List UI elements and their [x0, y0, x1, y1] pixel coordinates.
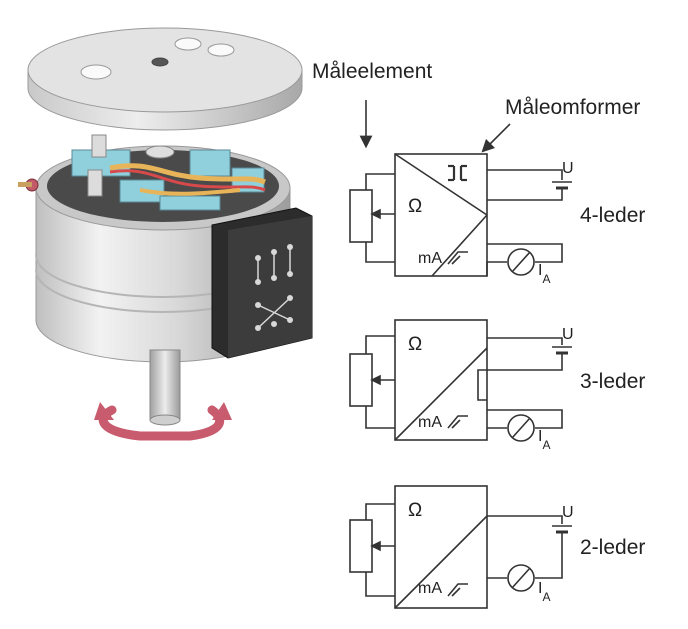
supply-voltage-label: U [562, 160, 574, 177]
ohm-symbol: Ω [408, 334, 423, 355]
circuit-3-leder [349, 319, 572, 442]
rotation-arrow-icon [94, 402, 232, 441]
sensor-resistor [349, 519, 373, 573]
ohm-symbol: Ω [408, 500, 423, 521]
sensor-device-illustration [18, 27, 313, 441]
sensing-element-label: Måleelement [312, 60, 433, 83]
supply-voltage-label: U [562, 326, 574, 343]
milliamp-label: mA [418, 250, 442, 267]
isolation-symbol-icon [448, 164, 467, 182]
milliamp-label: mA [418, 414, 442, 431]
milliamp-label: mA [418, 580, 442, 597]
circuit-name-4-leder: 4-leder [580, 204, 646, 227]
sensor-resistor [349, 353, 373, 407]
transmitter-label: Måleomformer [505, 96, 641, 119]
ohm-symbol: Ω [408, 196, 423, 217]
shaft-illustration [149, 349, 181, 426]
sensor-resistor [349, 189, 373, 243]
supply-voltage-label: U [562, 504, 574, 521]
circuit-2-leder [349, 485, 572, 609]
current-label: IA [538, 580, 551, 604]
current-label: IA [538, 428, 551, 452]
lid-illustration [27, 27, 303, 131]
wiper-arrowhead [370, 208, 381, 220]
ammeter-icon [507, 248, 535, 276]
transmitter-pointer-arrow [481, 123, 511, 153]
current-label: IA [538, 262, 551, 286]
circuit-4-leder [349, 153, 572, 277]
circuit-name-2-leder: 2-leder [580, 536, 646, 559]
circuit-name-3-leder: 3-leder [580, 370, 646, 393]
transmitter-box [394, 485, 488, 609]
ammeter-icon [507, 414, 535, 442]
connector-illustration [211, 207, 313, 359]
ammeter-icon [507, 564, 535, 592]
